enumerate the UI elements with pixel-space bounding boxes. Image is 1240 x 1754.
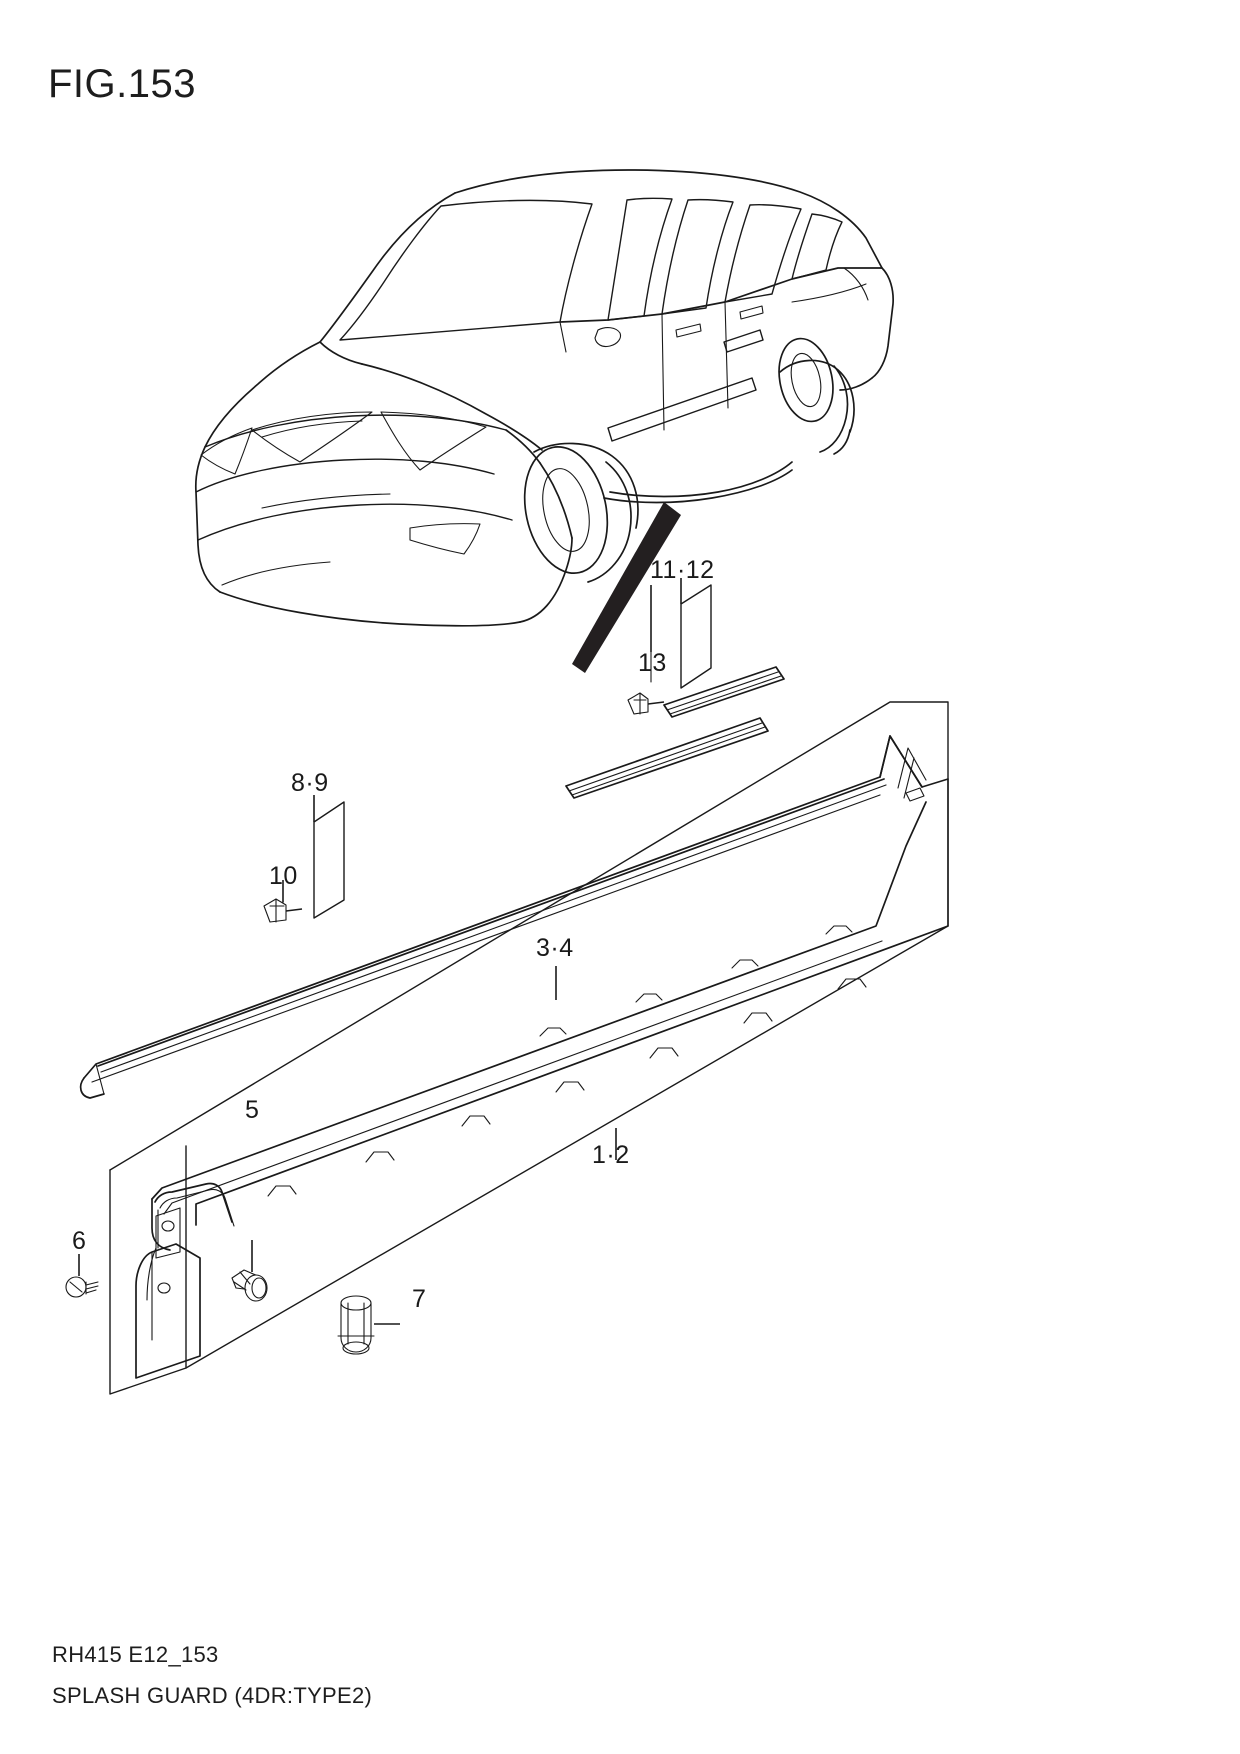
callout-1-2: 1·2 — [592, 1141, 630, 1169]
callout-10: 10 — [269, 862, 298, 890]
callout-group-8-9-10 — [282, 795, 345, 919]
callout-11-12: 11·12 — [650, 556, 715, 584]
footer-part-code: RH415 E12_153 — [52, 1642, 219, 1667]
callout-13: 13 — [638, 649, 667, 677]
splash-guard-assembly — [79, 701, 949, 1395]
leader-lines — [555, 966, 617, 1160]
footer-part-name: SPLASH GUARD (4DR:TYPE2) — [52, 1683, 373, 1708]
callout-5: 5 — [245, 1096, 259, 1124]
page-title: FIG.153 — [48, 62, 197, 106]
front-door-molding-part — [565, 717, 769, 799]
screw-6-icon — [65, 1254, 99, 1298]
push-pin-clip-5-icon — [231, 1240, 268, 1302]
trim-clip-13-icon — [627, 692, 665, 715]
pointer-wedge — [572, 502, 681, 673]
callout-8-9: 8·9 — [291, 769, 329, 797]
callout-7: 7 — [412, 1285, 426, 1313]
flange-nut-7-icon — [337, 1295, 400, 1355]
callout-group-11-12-13 — [650, 578, 712, 689]
callout-6: 6 — [72, 1227, 86, 1255]
callout-3-4: 3·4 — [536, 934, 574, 962]
vehicle-illustration — [194, 169, 894, 627]
trim-clip-10-icon — [263, 898, 303, 923]
rear-door-molding-part — [663, 666, 785, 718]
